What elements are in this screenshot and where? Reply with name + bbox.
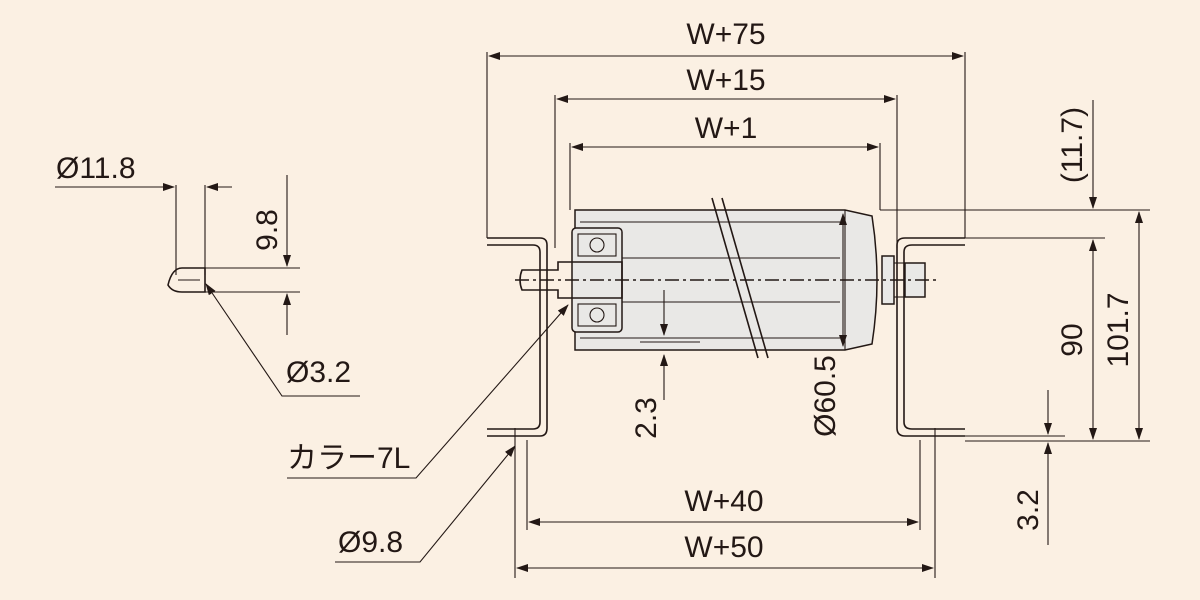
dim-h90: 90: [1056, 323, 1089, 356]
shaft-end-detail: [55, 175, 360, 397]
dim-t2-3: 2.3: [630, 397, 663, 439]
height-dimensions: [880, 100, 1150, 545]
dim-h101-7: 101.7: [1102, 292, 1135, 367]
dim-p11-7: (11.7): [1056, 107, 1089, 183]
dim-w15: W+15: [686, 64, 765, 97]
dim-w50: W+50: [684, 531, 763, 564]
roller-assembly: [287, 52, 966, 578]
dim-w1: W+1: [695, 112, 758, 145]
dim-w40: W+40: [684, 485, 763, 518]
dim-w75: W+75: [686, 18, 765, 51]
label-collar-7l: カラー7L: [287, 442, 410, 475]
dim-d3-2: Ø3.2: [286, 356, 351, 389]
dim-d11-8: Ø11.8: [56, 152, 136, 185]
dim-t3-2: 3.2: [1012, 489, 1045, 531]
dim-d60-5: Ø60.5: [809, 355, 842, 437]
dim-h9-8: 9.8: [251, 209, 284, 251]
dim-d9-8: Ø9.8: [338, 526, 403, 559]
